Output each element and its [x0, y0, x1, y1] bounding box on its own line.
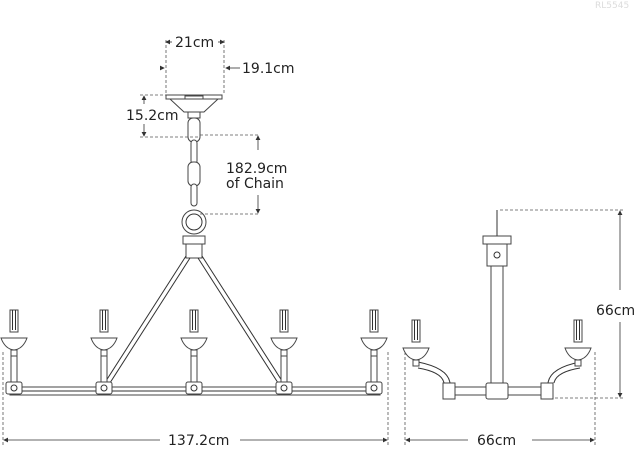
canopy-width-label: 21cm — [175, 35, 214, 51]
chain-length-label: 182.9cm — [226, 161, 287, 177]
watermark: RL5545 — [595, 1, 629, 11]
canopy-height-label: 15.2cm — [126, 108, 179, 124]
chain-length-sublabel: of Chain — [226, 176, 284, 192]
body-height-label: 66cm — [596, 303, 634, 319]
canopy — [165, 94, 223, 119]
side-view — [402, 210, 592, 400]
dimension-lines — [2, 39, 625, 446]
canopy-depth-label: 19.1cm — [242, 61, 295, 77]
side-width-label: 66cm — [477, 433, 516, 449]
front-view — [1, 235, 387, 396]
front-width-label: 137.2cm — [168, 433, 229, 449]
chain — [181, 117, 207, 235]
